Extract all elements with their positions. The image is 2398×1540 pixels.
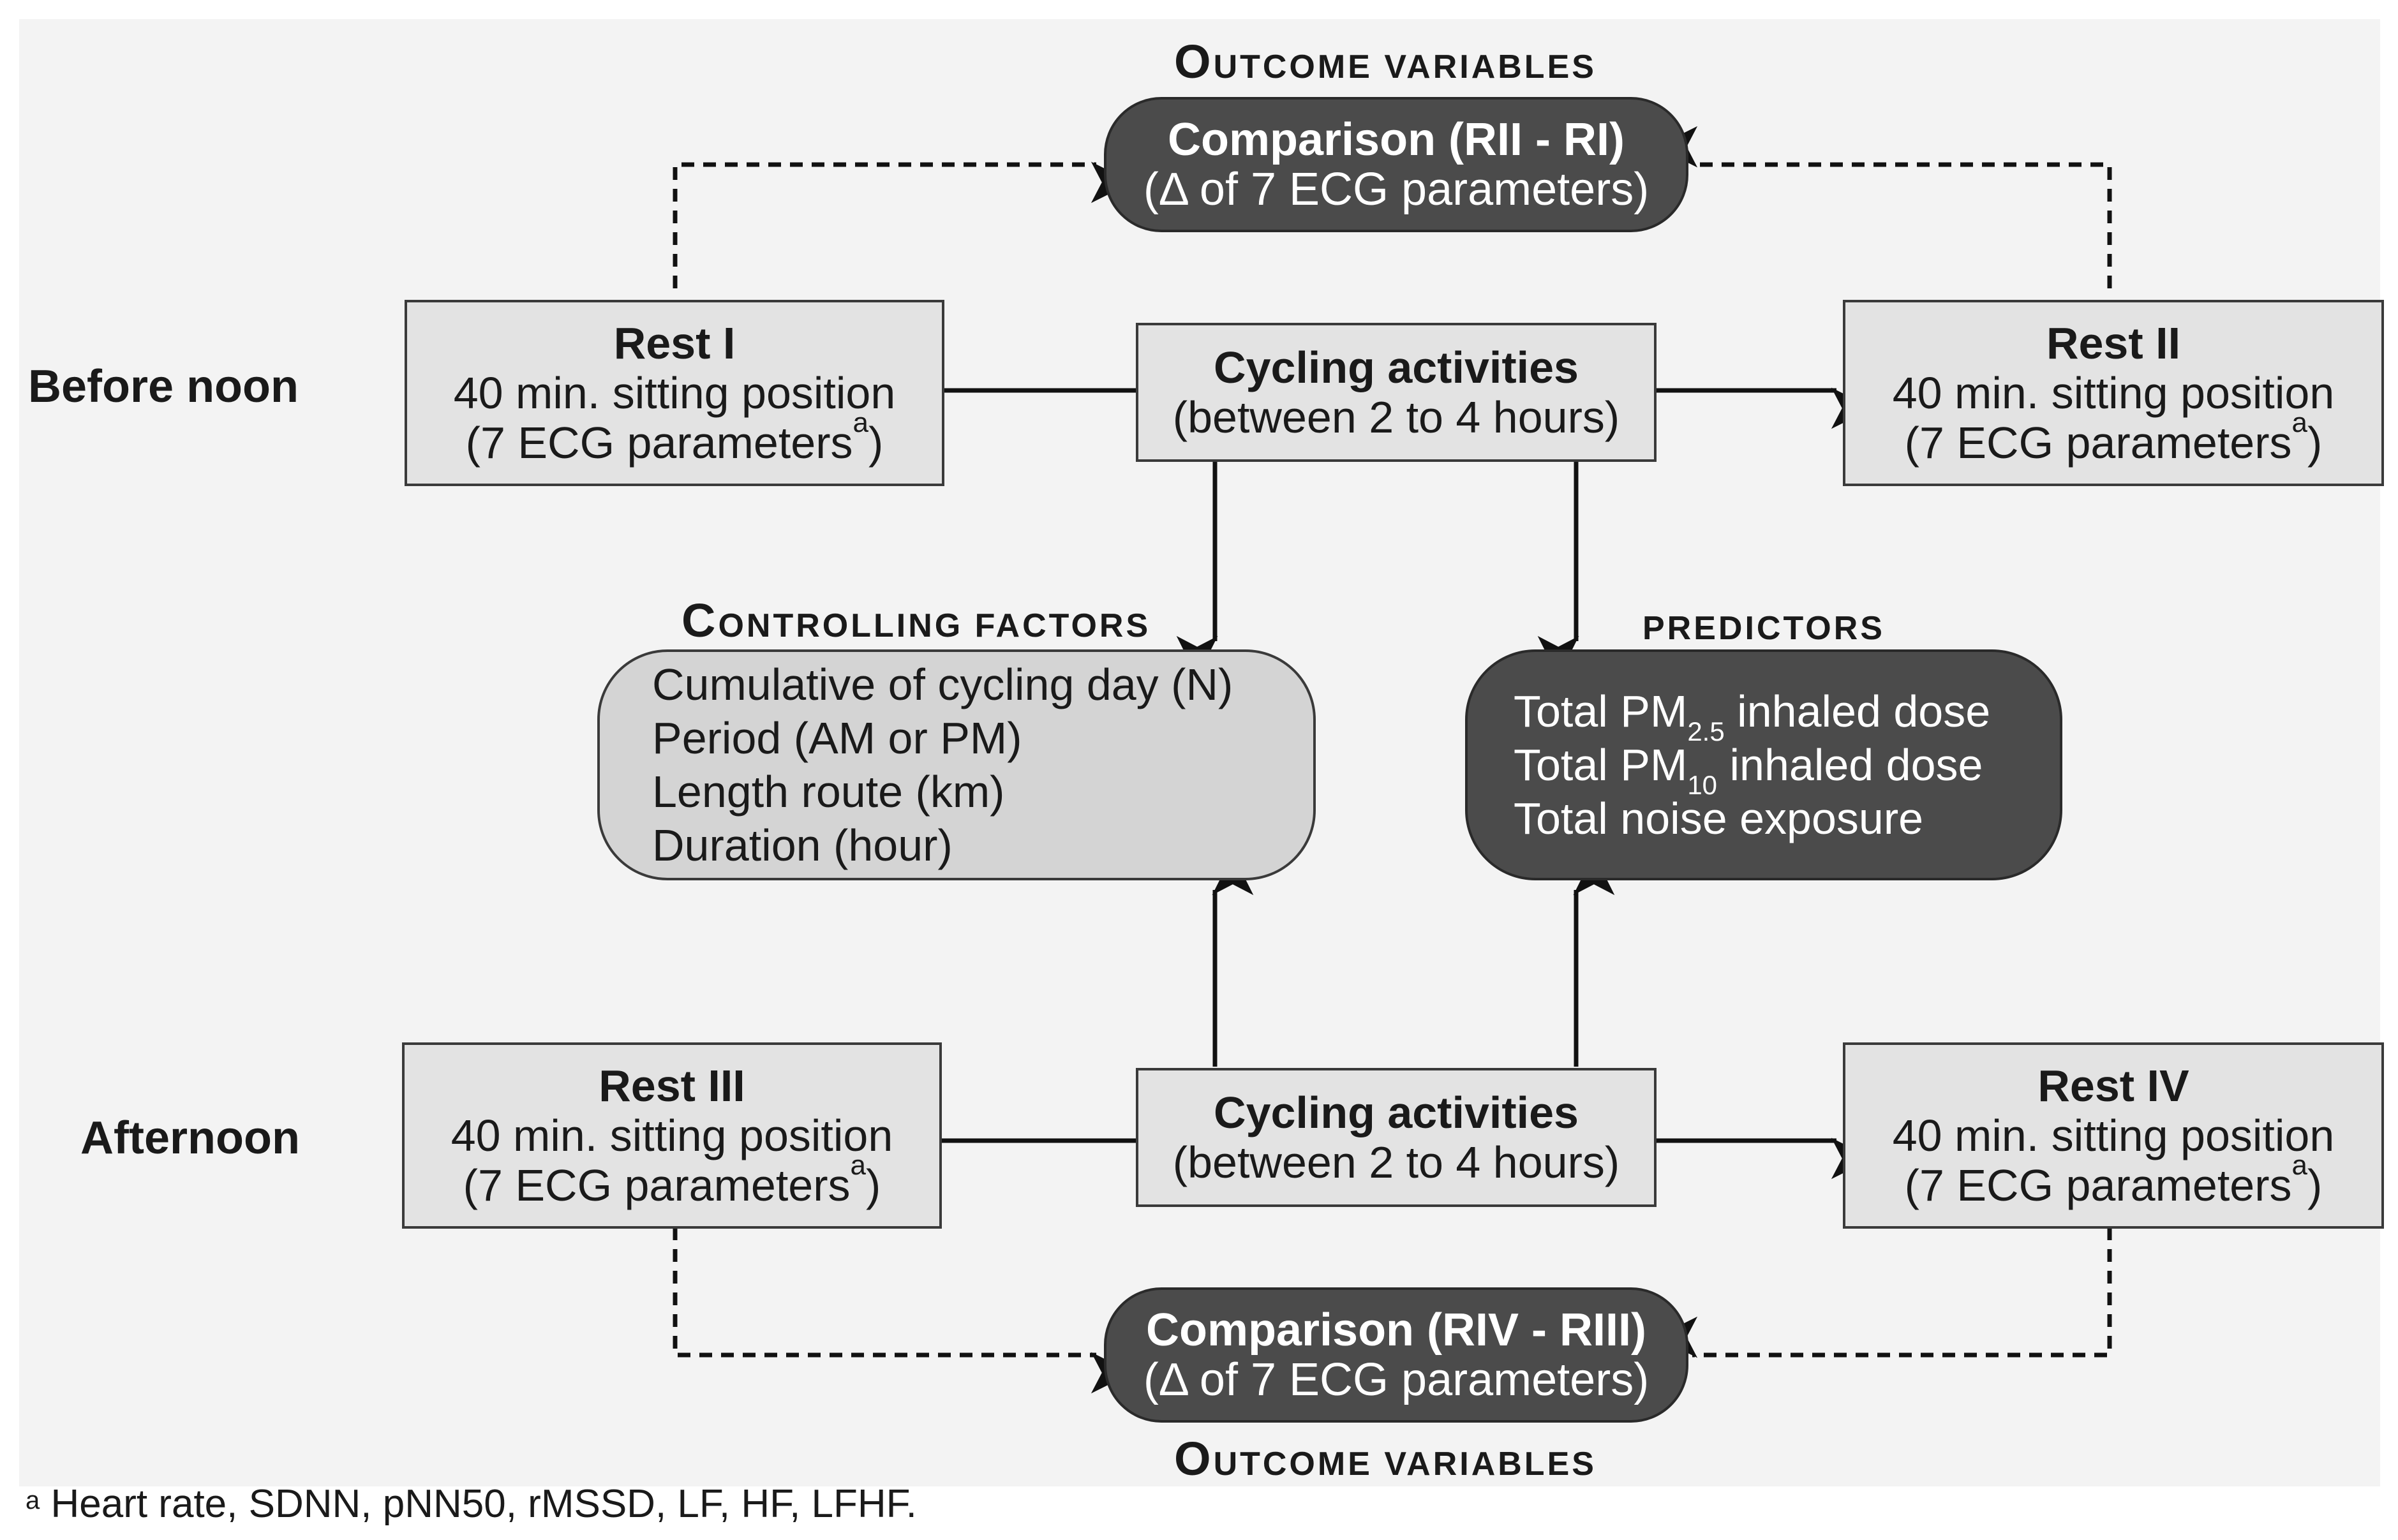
cycling-bottom-detail: (between 2 to 4 hours) (1172, 1137, 1620, 1187)
controlling-factors-label: Controlling factors (681, 594, 1151, 647)
footnote-mark: a (26, 1486, 40, 1514)
controlling-factors-box: Cumulative of cycling day (N) Period (AM… (597, 649, 1316, 880)
cycling-bottom-title: Cycling activities (1214, 1088, 1579, 1137)
rest-4-title: Rest IV (2037, 1061, 2189, 1111)
rest-4-box: Rest IV 40 min. sitting position (7 ECG … (1843, 1042, 2384, 1229)
rest-3-box: Rest III 40 min. sitting position (7 ECG… (402, 1042, 942, 1229)
comparison-bottom-title: Comparison (RIV - RIII) (1145, 1305, 1647, 1356)
rest-3-line1: 40 min. sitting position (451, 1111, 893, 1160)
rest-1-line1: 40 min. sitting position (453, 368, 896, 418)
rest-1-title: Rest I (613, 318, 736, 368)
factor-item: Duration (hour) (652, 820, 953, 870)
predictor-pm25: Total PM2.5 inhaled dose (1514, 686, 1991, 746)
cycling-top-title: Cycling activities (1214, 343, 1579, 392)
comparison-top-title: Comparison (RII - RI) (1168, 114, 1625, 165)
rest-3-title: Rest III (599, 1061, 745, 1111)
rest-3-line2: (7 ECG parametersa) (463, 1150, 881, 1211)
predictors-box: Total PM2.5 inhaled dose Total PM10 inha… (1465, 649, 2062, 880)
afternoon-label: Afternoon (80, 1113, 300, 1164)
rest-1-box: Rest I 40 min. sitting position (7 ECG p… (405, 300, 944, 486)
predictor-noise: Total noise exposure (1514, 794, 1924, 843)
cycling-top-detail: (between 2 to 4 hours) (1172, 392, 1620, 442)
rest-4-line2: (7 ECG parametersa) (1904, 1150, 2323, 1211)
cycling-activities-top-box: Cycling activities (between 2 to 4 hours… (1136, 323, 1657, 462)
rest-2-line1: 40 min. sitting position (1892, 368, 2335, 418)
rest-2-line2: (7 ECG parametersa) (1904, 407, 2323, 468)
cycling-activities-bottom-box: Cycling activities (between 2 to 4 hours… (1136, 1068, 1657, 1207)
rest3-to-outcome-dashed-arrow (673, 1227, 1133, 1394)
before-noon-label: Before noon (28, 361, 299, 412)
rest-2-box: Rest II 40 min. sitting position (7 ECG … (1843, 300, 2384, 486)
comparison-bottom-detail: (Δ of 7 ECG parameters) (1143, 1354, 1650, 1405)
comparison-top-box: Comparison (RII - RI) (Δ of 7 ECG parame… (1104, 97, 1688, 232)
rest-1-line2: (7 ECG parametersa) (465, 407, 884, 468)
factor-item: Length route (km) (652, 767, 1005, 817)
predictors-label: predictors (1642, 610, 1885, 647)
rest4-to-outcome-dashed-arrow (1656, 1227, 2112, 1358)
outcome-variables-label-top: Outcome variables (1174, 35, 1597, 88)
rest1-to-outcome-dashed-arrow (673, 161, 1133, 288)
factor-item: Cumulative of cycling day (N) (652, 660, 1233, 709)
outcome-variables-label-bottom: Outcome variables (1174, 1432, 1597, 1485)
footnote-text: Heart rate, SDNN, pNN50, rMSSD, LF, HF, … (40, 1482, 917, 1526)
comparison-bottom-box: Comparison (RIV - RIII) (Δ of 7 ECG para… (1104, 1287, 1688, 1423)
comparison-top-detail: (Δ of 7 ECG parameters) (1143, 164, 1650, 215)
rest-4-line1: 40 min. sitting position (1892, 1111, 2335, 1160)
predictor-pm10: Total PM10 inhaled dose (1514, 740, 1983, 800)
factor-item: Period (AM or PM) (652, 713, 1022, 763)
footnote: a Heart rate, SDNN, pNN50, rMSSD, LF, HF… (26, 1479, 917, 1530)
rest-2-title: Rest II (2046, 318, 2181, 368)
rest2-to-outcome-dashed-arrow (1656, 126, 2112, 288)
